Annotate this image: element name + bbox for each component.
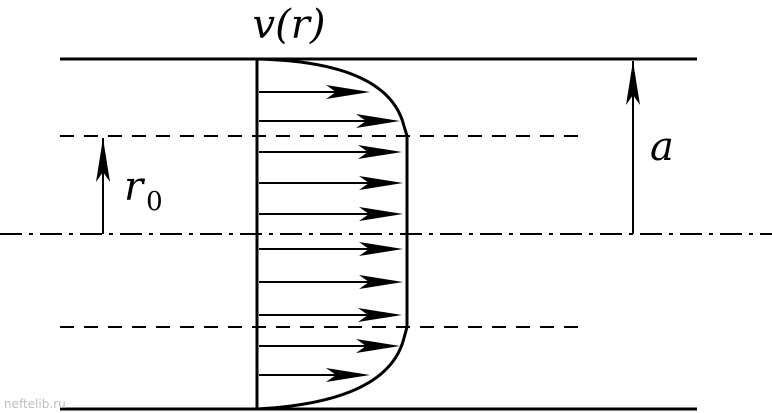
velocity-arrow-head xyxy=(359,176,403,190)
velocity-profile-curve xyxy=(256,57,409,411)
velocity-arrow-head xyxy=(359,242,403,256)
velocity-arrow-head xyxy=(356,339,400,353)
velocity-arrows xyxy=(259,85,403,382)
watermark: neftelib.ru xyxy=(4,397,66,411)
velocity-arrow-head xyxy=(326,368,370,382)
velocity-arrow-head xyxy=(359,207,403,221)
core-radius-subscript: 0 xyxy=(146,187,163,217)
velocity-arrow-head xyxy=(359,275,403,289)
velocity-arrow-head xyxy=(326,85,370,99)
core-radius-symbol: r xyxy=(124,164,146,210)
velocity-arrow-head xyxy=(358,308,402,322)
pipe-radius-label: a xyxy=(650,124,674,170)
velocity-arrow-head xyxy=(358,145,402,159)
velocity-arrow-head xyxy=(356,114,400,128)
velocity-label: v(r) xyxy=(253,2,326,48)
